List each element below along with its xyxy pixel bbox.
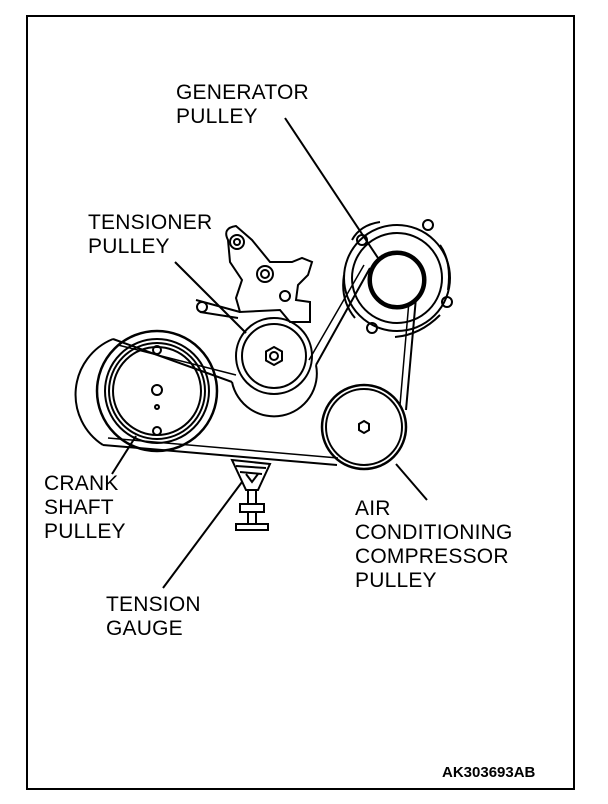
tension-gauge bbox=[230, 458, 272, 531]
tensioner-label-line1: TENSIONER bbox=[88, 211, 213, 234]
figure-code: AK303693AB bbox=[442, 764, 536, 781]
generator-pulley bbox=[342, 219, 453, 338]
drive-belt-inner bbox=[107, 264, 412, 459]
tensioner-label-line2: PULLEY bbox=[88, 235, 170, 258]
drive-belt bbox=[74, 267, 419, 466]
leader-lines bbox=[111, 117, 428, 589]
ac-label-line1: AIR bbox=[355, 497, 391, 520]
crank-shaft-pulley bbox=[95, 329, 219, 453]
crank-shaft-pulley-label: CRANK SHAFT PULLEY bbox=[44, 472, 126, 544]
generator-pulley-label: GENERATOR PULLEY bbox=[176, 81, 309, 129]
diagram-frame bbox=[26, 15, 575, 790]
ac-compressor-pulley-label: AIR CONDITIONING COMPRESSOR PULLEY bbox=[355, 497, 513, 593]
crank-label-line2: SHAFT bbox=[44, 496, 114, 519]
generator-label-line2: PULLEY bbox=[176, 105, 258, 128]
tensioner-bracket bbox=[195, 224, 314, 323]
crank-label-line3: PULLEY bbox=[44, 520, 126, 543]
ac-compressor-pulley bbox=[320, 383, 408, 471]
gauge-label-line2: GAUGE bbox=[106, 617, 183, 640]
gauge-label-line1: TENSION bbox=[106, 593, 201, 616]
tensioner-pulley-label: TENSIONER PULLEY bbox=[88, 211, 212, 259]
crank-label-line1: CRANK bbox=[44, 472, 119, 495]
ac-label-line3: COMPRESSOR bbox=[355, 545, 509, 568]
tensioner-pulley bbox=[235, 317, 313, 395]
tension-gauge-label: TENSION GAUGE bbox=[106, 593, 201, 641]
generator-label-line1: GENERATOR bbox=[176, 81, 309, 104]
ac-label-line4: PULLEY bbox=[355, 569, 437, 592]
ac-label-line2: CONDITIONING bbox=[355, 521, 513, 544]
